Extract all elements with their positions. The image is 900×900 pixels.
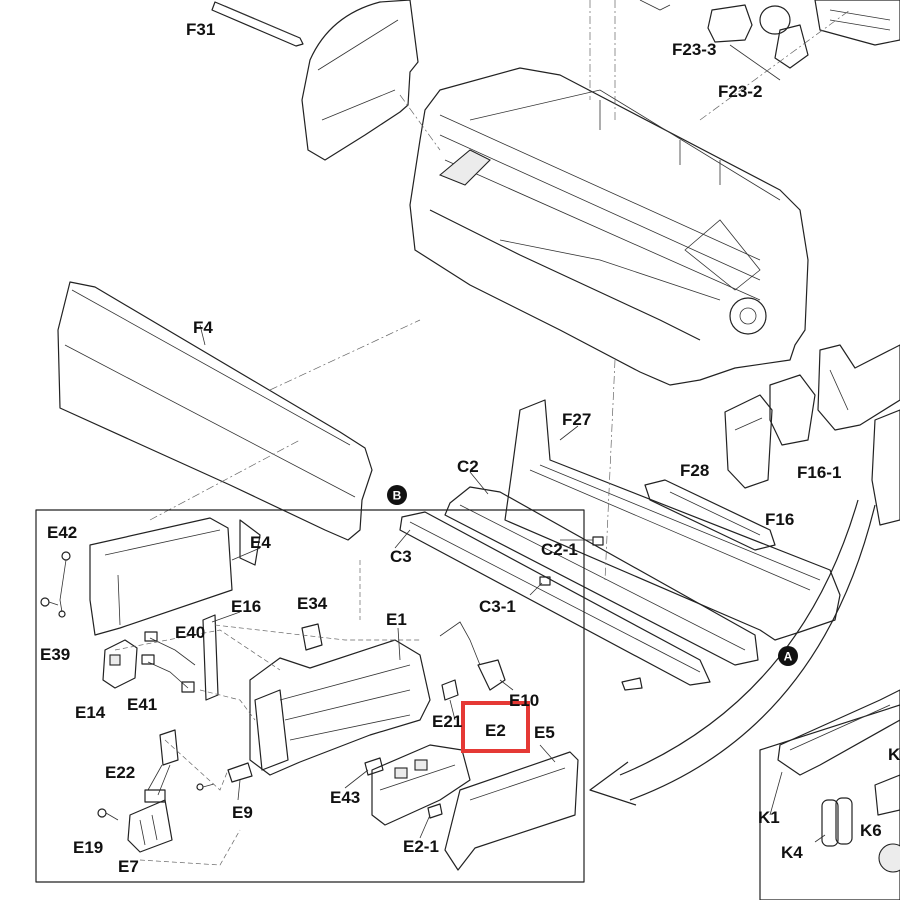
part-f16: [724, 394, 773, 489]
label-k4: K4: [781, 843, 803, 862]
part-e9-clip: [227, 762, 253, 783]
part-e10-thermistor: [439, 621, 506, 691]
part-c2-strip: [444, 486, 759, 666]
part-f28: [644, 479, 776, 551]
label-e1: E1: [386, 610, 407, 629]
marker-a-text: A: [784, 650, 793, 664]
part-k4-batteries: [821, 797, 853, 847]
label-f23-3: F23-3: [672, 40, 716, 59]
part-f16-1: [769, 374, 816, 446]
marker-b: B: [387, 485, 407, 505]
part-e19-screw: [97, 808, 119, 821]
label-e40: E40: [175, 623, 205, 642]
part-k6-filter: [878, 843, 900, 873]
label-e16: E16: [231, 597, 261, 616]
label-e22: E22: [105, 763, 135, 782]
part-f31-bracket: [211, 1, 304, 47]
part-e2-pcb: [371, 744, 471, 826]
part-screw-center: [196, 783, 215, 791]
label-f23-2: F23-2: [718, 82, 762, 101]
label-e7: E7: [118, 857, 139, 876]
part-f23-2-motor: [729, 5, 809, 81]
assembly-arrow: [589, 499, 876, 806]
electrical-assembly-box: [35, 509, 585, 883]
label-c3: C3: [390, 547, 412, 566]
part-e7-terminal-block: [127, 799, 173, 853]
label-f28: F28: [680, 461, 709, 480]
part-c2-1-clip: [592, 536, 604, 546]
label-e5: E5: [534, 723, 555, 742]
part-e5-cover: [444, 751, 579, 871]
label-e41: E41: [127, 695, 157, 714]
part-e2-1-spacer: [427, 803, 443, 819]
marker-a: A: [778, 646, 798, 666]
part-k1-remote-holder: [777, 689, 900, 776]
part-f27-drain-pan: [504, 399, 841, 641]
part-e34-pad: [301, 623, 323, 651]
part-f4-front-panel: [57, 281, 373, 541]
label-c2: C2: [457, 457, 479, 476]
label-e9: E9: [232, 803, 253, 822]
marker-b-text: B: [393, 489, 402, 503]
part-c3-strip: [399, 511, 711, 686]
label-e39: E39: [40, 645, 70, 664]
label-e21: E21: [432, 712, 462, 731]
label-k-partial: K: [888, 745, 900, 764]
part-side-panel-left: [301, 0, 419, 161]
label-f31: F31: [186, 20, 215, 39]
part-e4-bracket: [89, 517, 261, 636]
part-top-right-bracket: [814, 0, 900, 46]
label-k6: K6: [860, 821, 882, 840]
label-f27: F27: [562, 410, 591, 429]
label-e19: E19: [73, 838, 103, 857]
label-k1: K1: [758, 808, 780, 827]
part-e22-connector: [144, 729, 179, 803]
label-c2-1: C2-1: [541, 540, 578, 559]
label-e43: E43: [330, 788, 360, 807]
part-small-clip-bottom: [621, 677, 643, 691]
label-c3-1: C3-1: [479, 597, 516, 616]
label-e2: E2: [485, 721, 506, 740]
label-f16-1: F16-1: [797, 463, 841, 482]
label-e14: E14: [75, 703, 106, 722]
label-e34: E34: [297, 594, 328, 613]
part-e41-cable: [141, 654, 195, 693]
label-f16: F16: [765, 510, 794, 529]
part-main-chassis: [409, 67, 809, 386]
part-e42-sensor: [58, 551, 71, 618]
part-e14-holder: [102, 639, 138, 689]
label-e42: E42: [47, 523, 77, 542]
part-e16-bracket: [202, 614, 219, 701]
part-right-side-frame: [817, 344, 900, 526]
part-e39-screw: [40, 597, 59, 607]
part-f23-3: [639, 0, 753, 43]
part-e1-control-box: [249, 639, 431, 776]
part-k-bracket: [874, 774, 900, 816]
part-c3-1-clip: [539, 576, 551, 586]
label-e4: E4: [250, 533, 271, 552]
label-e2-1: E2-1: [403, 837, 439, 856]
highlight-box: [461, 701, 530, 753]
label-e10: E10: [509, 691, 539, 710]
part-e21-clip: [441, 679, 459, 701]
remote-accessory-box: [759, 704, 900, 900]
label-f4: F4: [193, 318, 213, 337]
